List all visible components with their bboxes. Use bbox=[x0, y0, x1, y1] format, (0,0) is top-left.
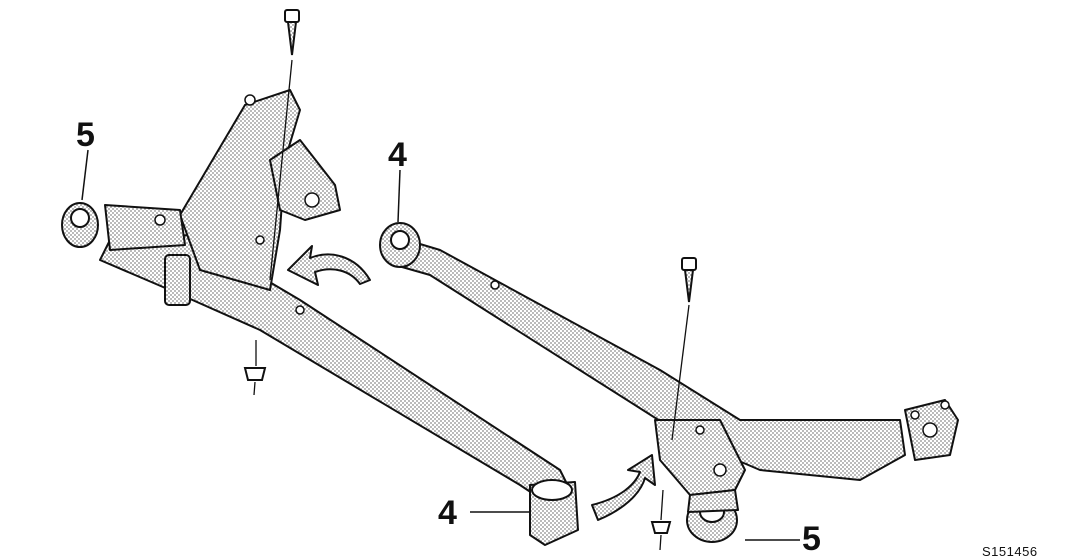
right-beam-holes bbox=[490, 280, 950, 477]
arrow-upper-left-icon bbox=[287, 245, 371, 286]
arrow-lower-right-icon bbox=[591, 454, 656, 521]
right-lower-nut bbox=[650, 489, 672, 551]
right-upper-bolt bbox=[671, 257, 697, 441]
figure-code: S151456 bbox=[982, 544, 1038, 559]
callout-5-left: 5 bbox=[76, 116, 95, 154]
left-axle-beam bbox=[61, 89, 579, 546]
callout-4-top: 4 bbox=[388, 136, 407, 174]
left-upper-bolt bbox=[269, 9, 300, 281]
callout-5-bottom: 5 bbox=[802, 520, 821, 558]
callout-4-bottom: 4 bbox=[438, 494, 457, 532]
right-axle-beam bbox=[379, 222, 959, 543]
leader-lines bbox=[81, 149, 800, 541]
left-lower-nut bbox=[243, 340, 267, 396]
left-beam-holes bbox=[154, 94, 320, 315]
